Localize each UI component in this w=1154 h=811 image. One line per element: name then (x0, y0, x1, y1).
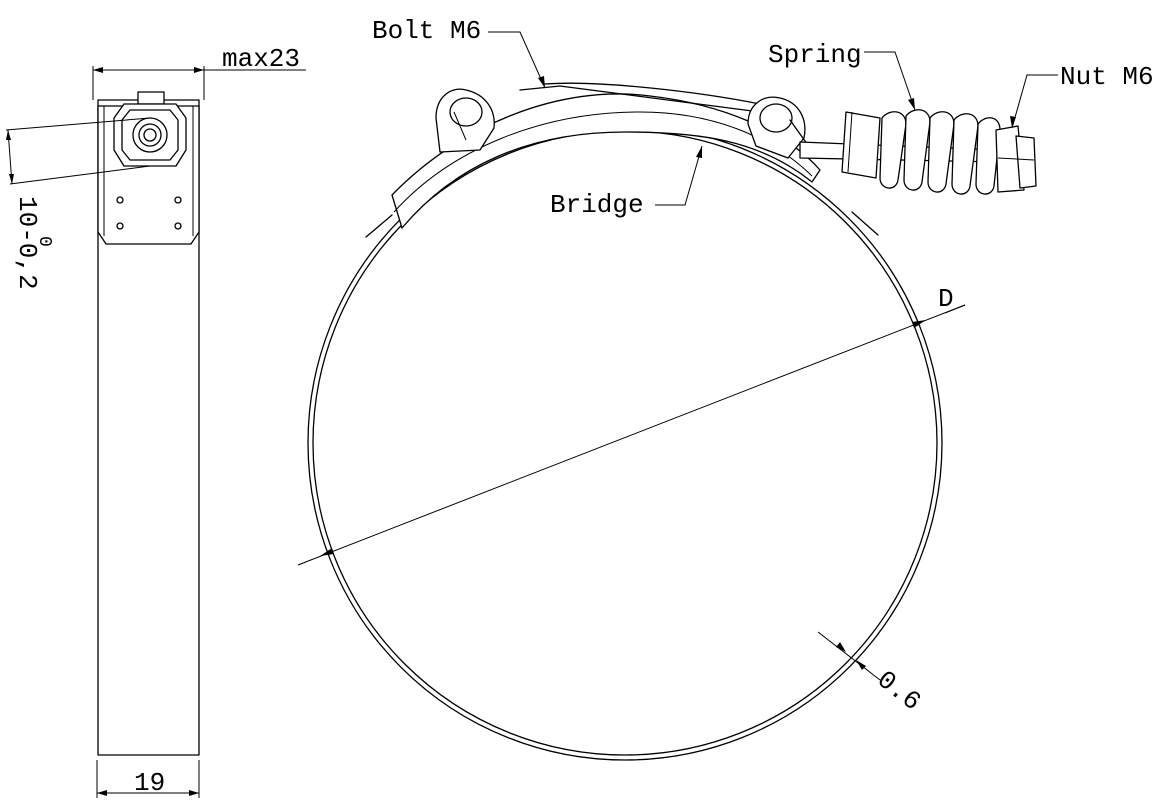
nut-part (995, 125, 1037, 193)
dim-diameter (297, 304, 966, 566)
label-tolerance-nominal: 10-0,2 (12, 196, 42, 290)
front-view (297, 82, 1037, 761)
side-view (5, 66, 306, 798)
bridge-part (391, 93, 821, 229)
label-max-height: max23 (222, 44, 300, 74)
label-band-width: 19 (134, 768, 165, 798)
bolt-head-side (113, 91, 187, 167)
label-spring: Spring (768, 40, 862, 70)
rivet-holes (116, 196, 182, 230)
label-bridge: Bridge (550, 190, 644, 220)
leader-lines (488, 31, 1058, 206)
label-nut: Nut M6 (1060, 62, 1154, 92)
dim-thickness (817, 631, 881, 681)
label-diameter: D (938, 284, 954, 314)
spring-part (841, 109, 1001, 195)
label-thickness: 0.6 (871, 665, 926, 717)
band-inner (312, 130, 938, 756)
label-tolerance-upper: 0 (34, 236, 54, 247)
trunnion-right (747, 96, 811, 159)
label-bolt: Bolt M6 (372, 16, 481, 46)
dim-band-width (96, 760, 200, 798)
dim-bolt-height (5, 117, 151, 185)
trunnion-left (435, 88, 495, 153)
